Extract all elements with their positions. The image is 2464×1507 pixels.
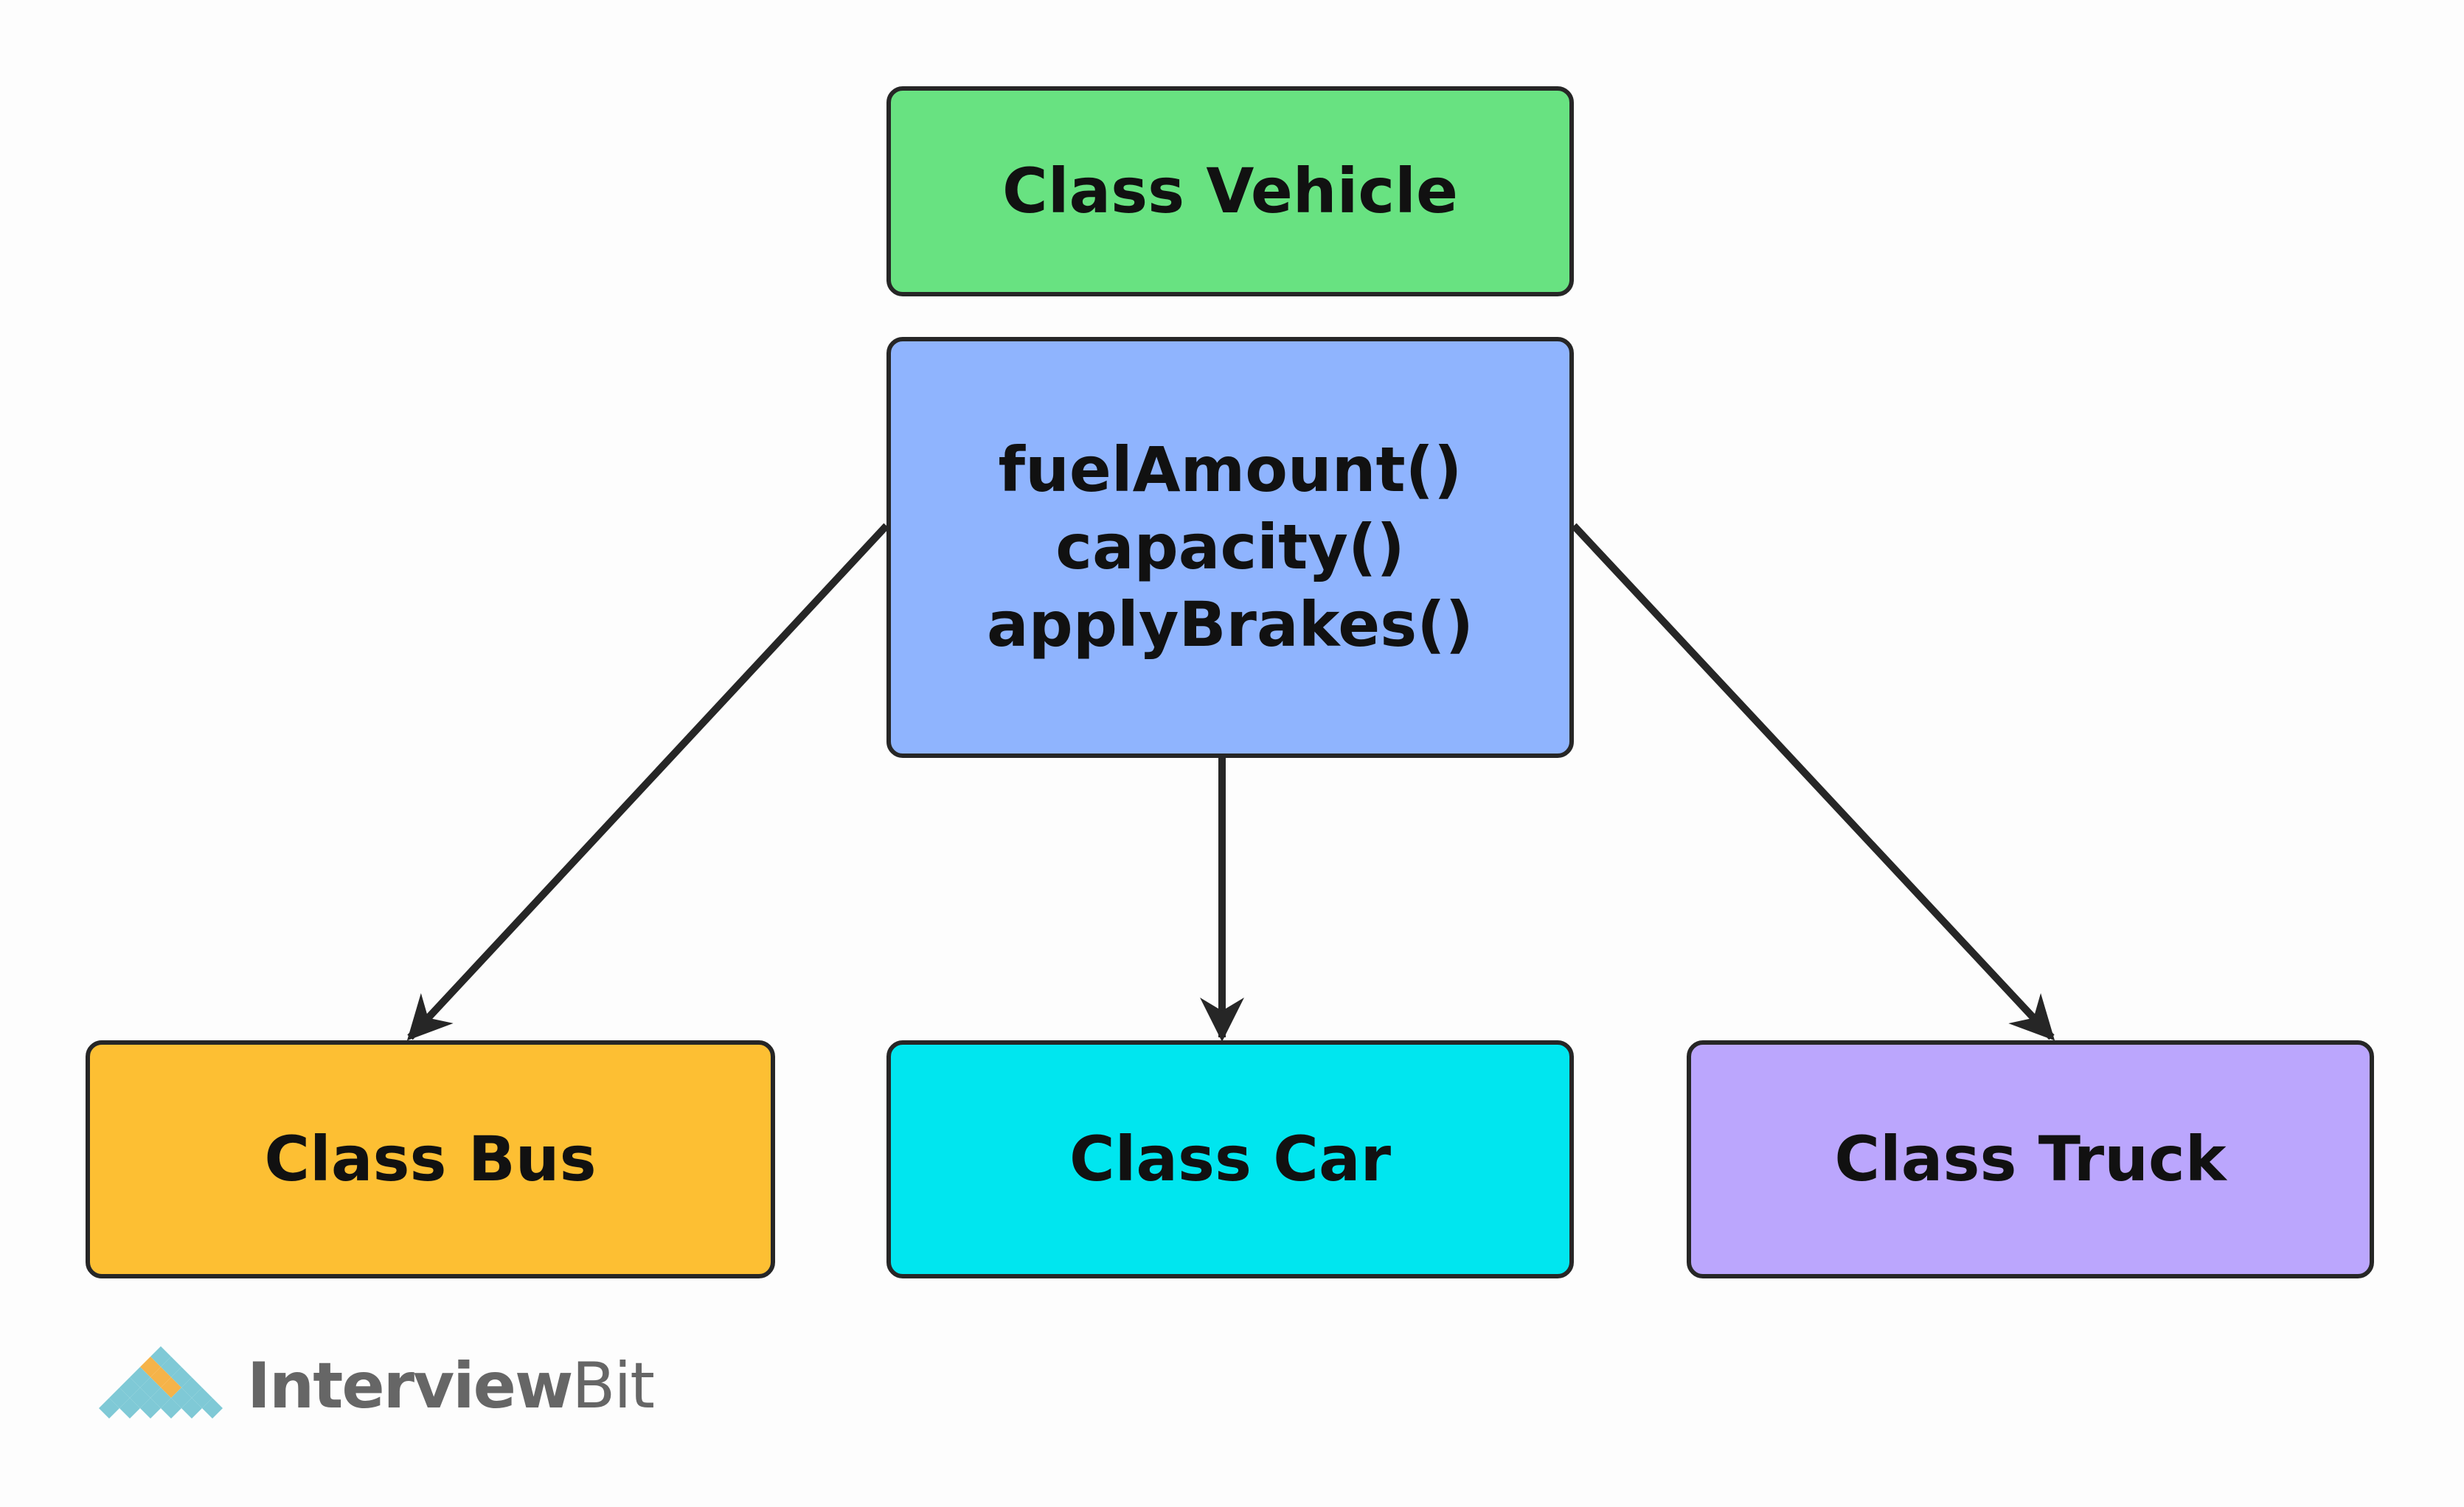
logo-text-regular: Bit [572, 1349, 655, 1423]
method-apply-brakes: applyBrakes() [987, 588, 1474, 661]
arrow-to-truck [1571, 523, 2055, 1041]
method-capacity: capacity() [1055, 511, 1405, 583]
arrow-to-bus [406, 523, 889, 1041]
class-truck-label: Class Truck [1834, 1123, 2227, 1195]
interviewbit-logo: InterviewBit [87, 1340, 655, 1436]
logo-text-bold: Interview [247, 1349, 573, 1423]
class-bus-box: Class Bus [86, 1040, 775, 1278]
class-truck-box: Class Truck [1687, 1040, 2374, 1278]
logo-diamond-icon [99, 1346, 223, 1419]
method-fuel-amount: fuelAmount() [998, 434, 1462, 506]
class-bus-label: Class Bus [264, 1123, 597, 1195]
vehicle-methods-box: fuelAmount() capacity() applyBrakes() [886, 337, 1574, 758]
class-car-label: Class Car [1069, 1123, 1392, 1195]
class-vehicle-label: Class Vehicle [1002, 155, 1458, 227]
class-car-box: Class Car [886, 1040, 1574, 1278]
class-vehicle-box: Class Vehicle [886, 86, 1574, 296]
logo-wordmark: InterviewBit [247, 1349, 655, 1423]
